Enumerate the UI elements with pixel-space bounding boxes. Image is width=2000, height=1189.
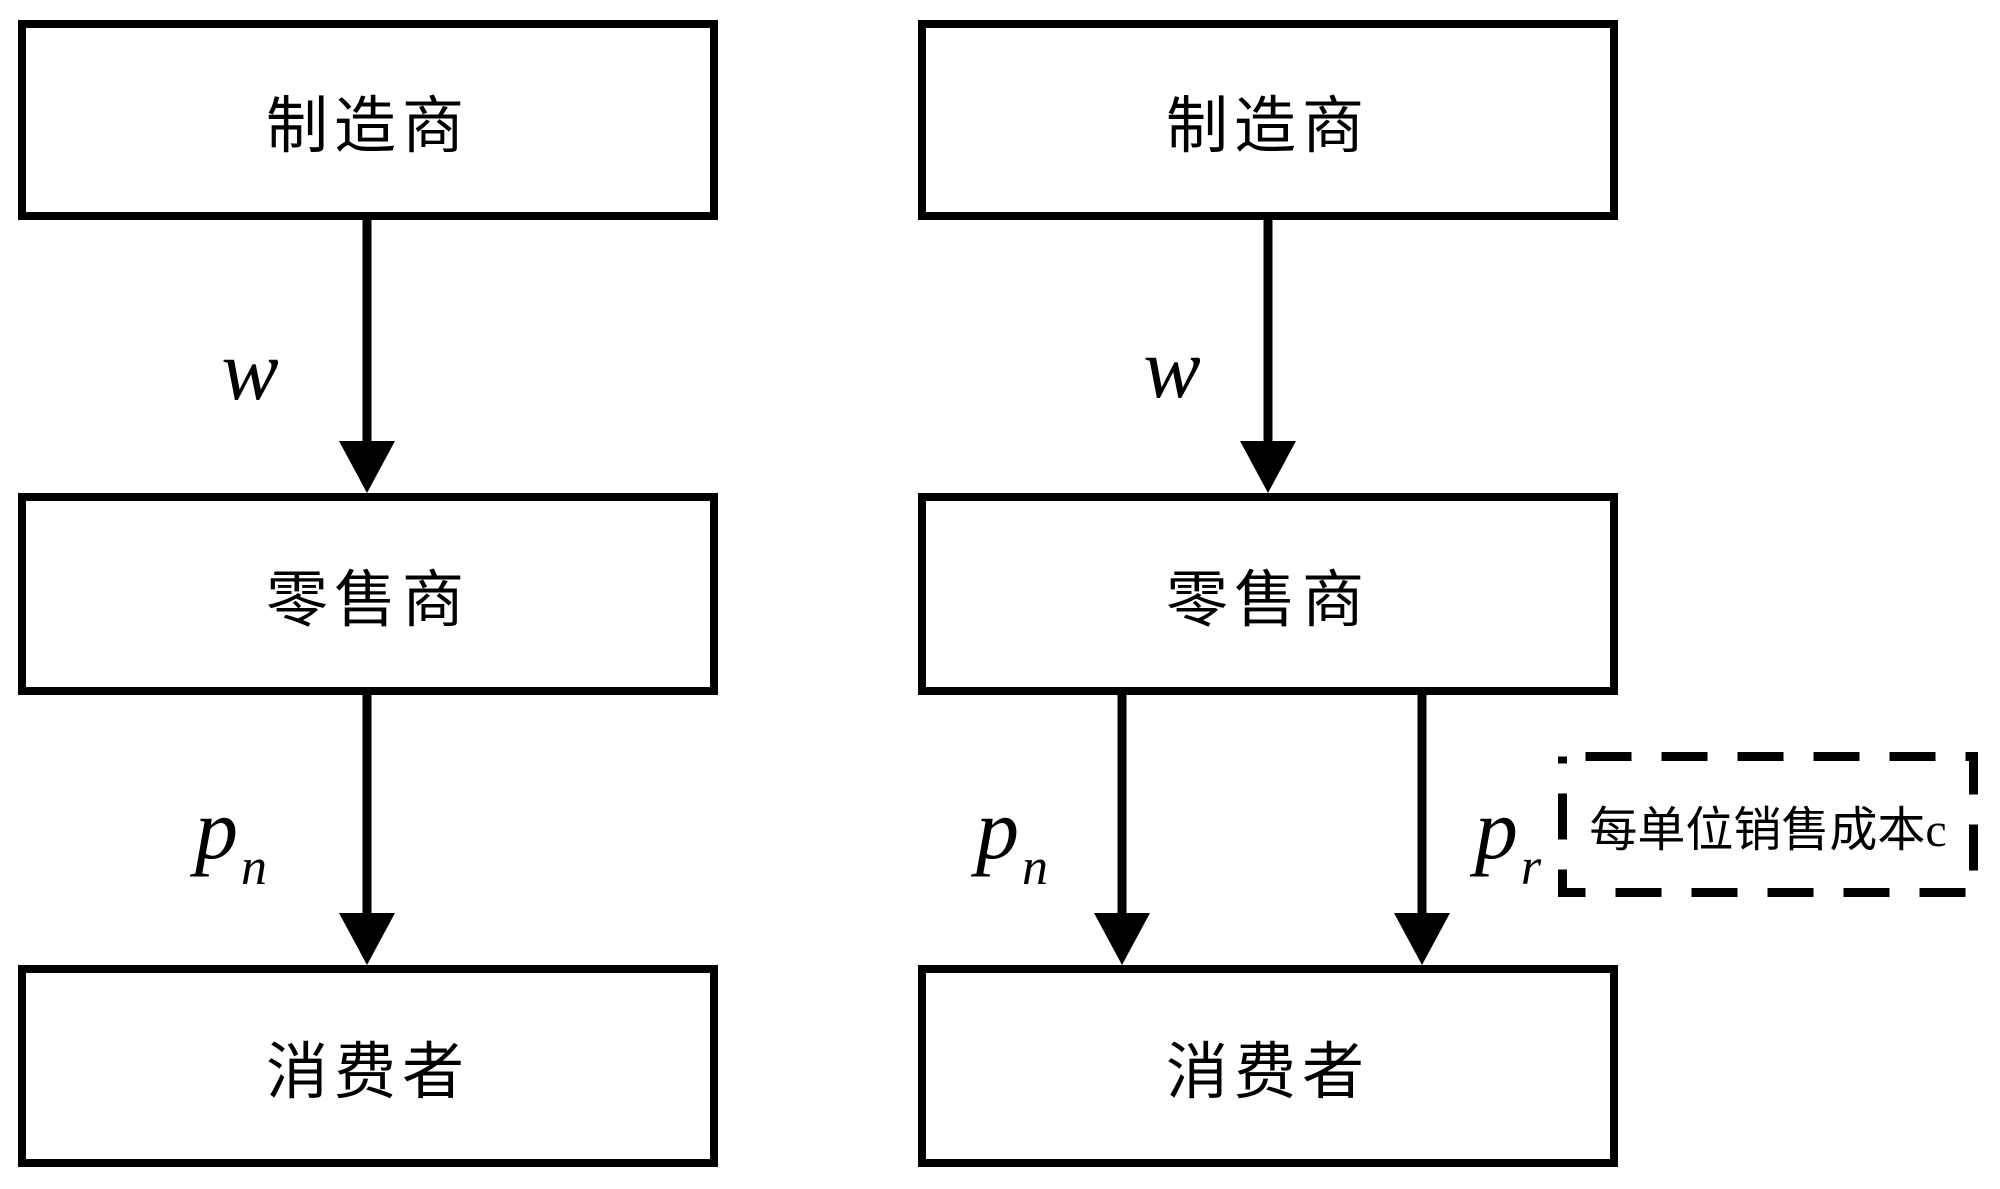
- dashed-border-rect: [1558, 752, 1978, 897]
- unit-selling-cost-text: 每单位销售成本c: [1589, 803, 1947, 857]
- right-retailer-label: 零售商: [1165, 567, 1370, 635]
- arrow-shaft: [362, 220, 372, 453]
- arrow-shaft: [362, 695, 372, 925]
- left-retail-price-arrow: [339, 695, 395, 965]
- right-consumer-box: 消费者: [918, 965, 1618, 1167]
- unit-selling-cost-note: 每单位销售成本c: [1558, 752, 1978, 897]
- right-wholesale-arrow: [1240, 220, 1296, 493]
- arrow-shaft: [1117, 695, 1127, 925]
- right-remanufactured-price-label: pr: [1474, 781, 1542, 896]
- left-retailer-label: 零售商: [265, 567, 470, 635]
- left-wholesale-arrow: [339, 220, 395, 493]
- right-retailer-box: 零售商: [918, 493, 1618, 695]
- right-new-product-price-arrow: [1094, 695, 1150, 965]
- right-consumer-label: 消费者: [1165, 1039, 1370, 1107]
- left-wholesale-price-label: w: [221, 322, 279, 418]
- left-consumer-label: 消费者: [265, 1039, 470, 1107]
- arrowhead-down-icon: [1240, 441, 1296, 493]
- left-retail-price-label: pn: [195, 781, 267, 896]
- left-consumer-box: 消费者: [18, 965, 718, 1167]
- left-retailer-box: 零售商: [18, 493, 718, 695]
- arrowhead-down-icon: [339, 441, 395, 493]
- left-manufacturer-label: 制造商: [265, 93, 470, 161]
- arrow-shaft: [1263, 220, 1273, 453]
- right-new-product-price-label: pn: [976, 781, 1048, 896]
- arrowhead-down-icon: [339, 913, 395, 965]
- right-manufacturer-box: 制造商: [918, 20, 1618, 220]
- left-manufacturer-box: 制造商: [18, 20, 718, 220]
- arrowhead-down-icon: [1094, 913, 1150, 965]
- right-wholesale-price-label: w: [1143, 320, 1201, 416]
- arrow-shaft: [1417, 695, 1427, 925]
- right-manufacturer-label: 制造商: [1165, 93, 1370, 161]
- arrowhead-down-icon: [1394, 913, 1450, 965]
- right-remanufactured-price-arrow: [1394, 695, 1450, 965]
